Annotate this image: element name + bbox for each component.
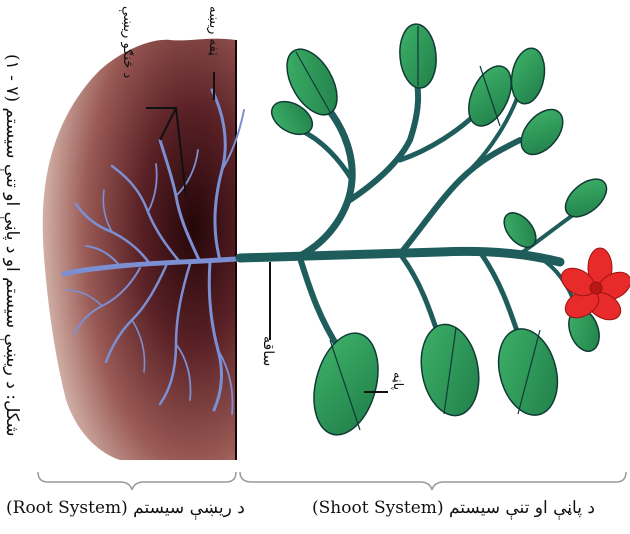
leaf-label: پاڼه (390, 372, 405, 390)
root-tip-label: ټفه ريښه (206, 6, 221, 56)
leaf (559, 172, 614, 224)
root-system-label: د ريښې سيستم (Root System) (6, 498, 245, 518)
leaf (513, 102, 571, 162)
soil-region (43, 39, 236, 460)
leaf (304, 326, 389, 442)
leaf (507, 46, 548, 107)
flower (556, 248, 630, 325)
stem-label: ساقه (260, 336, 276, 366)
figure-caption: (۱ - ۷) شکل: د ريښې سيستم او د پاڼې او ت… (2, 30, 22, 460)
leaf (498, 207, 542, 253)
leaves (266, 23, 613, 442)
shoot-system-label: د پاڼې او تنې سيستم (Shoot System) (312, 498, 595, 518)
leaf (490, 322, 567, 421)
system-brackets (38, 472, 626, 490)
root-hairs-label: د څنګو ريښې (120, 6, 135, 78)
